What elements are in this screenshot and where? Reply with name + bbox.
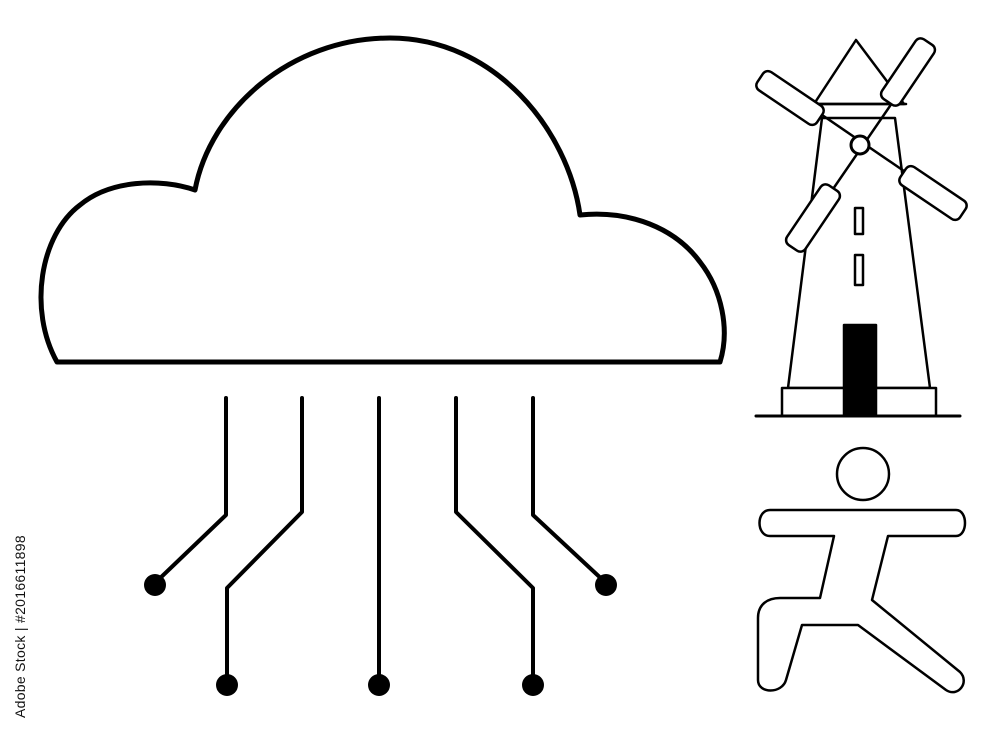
circuit-node-1: [144, 574, 166, 596]
windmill-icon: [754, 37, 968, 418]
stock-id-watermark: Adobe Stock | #201661189­8: [12, 535, 28, 718]
windmill-window-2: [853, 253, 865, 287]
circuit-trace-1: [153, 396, 228, 585]
windmill-sails: [755, 37, 968, 253]
person-head: [835, 446, 891, 502]
sail-bottom-right: [898, 164, 968, 222]
circuit-nodes: [144, 574, 617, 696]
sail-bottom-left: [784, 183, 842, 253]
cloud-circuit-icon: [38, 35, 727, 696]
windmill-door: [842, 323, 878, 418]
circuit-traces: [153, 396, 608, 686]
windmill-window-1: [853, 206, 865, 236]
yoga-warrior-pose-icon: [756, 446, 967, 694]
person-body-outline: [756, 508, 967, 694]
circuit-node-3: [368, 674, 390, 696]
cloud-outline: [38, 35, 727, 365]
sail-top-right: [879, 37, 937, 107]
circuit-node-5: [595, 574, 617, 596]
circuit-node-4: [522, 674, 544, 696]
sail-top-left: [755, 69, 825, 127]
circuit-trace-2: [225, 396, 304, 686]
circuit-trace-5: [531, 396, 608, 585]
circuit-node-2: [216, 674, 238, 696]
circuit-trace-4: [454, 396, 535, 686]
sail-hub: [849, 134, 871, 156]
